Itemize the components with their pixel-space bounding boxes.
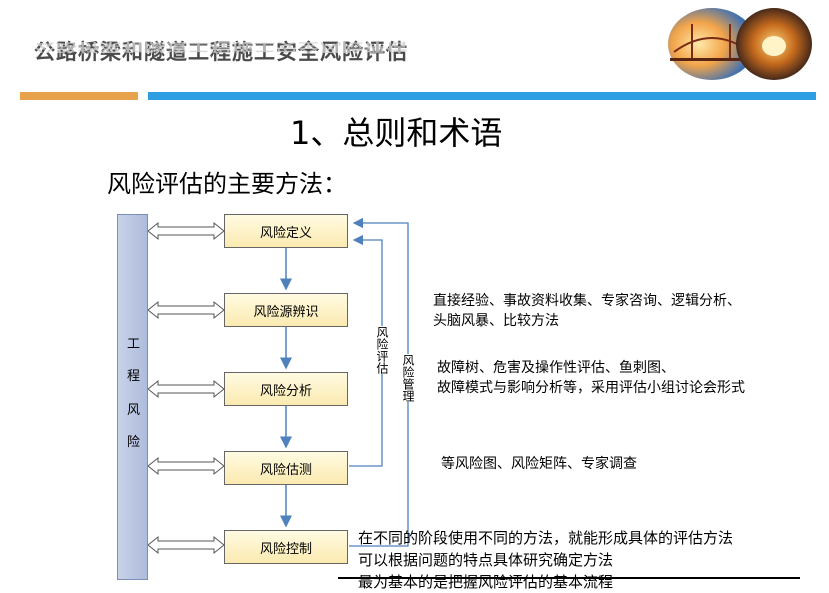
section-title: 1、总则和术语	[290, 114, 503, 152]
step-risk-definition: 风险定义	[224, 214, 348, 248]
step-risk-source-identification: 风险源辨识	[224, 293, 348, 327]
bottom-summary: 在不同的阶段使用不同的方法，就能形成具体的评估方法 可以根据问题的特点具体研究确…	[358, 527, 733, 593]
double-arrow-4	[147, 456, 225, 476]
bottom-divider	[338, 577, 800, 579]
step-risk-control: 风险控制	[224, 530, 348, 564]
header-bar-orange	[20, 92, 138, 100]
engineering-risk-bar: 工 程 风 险	[117, 214, 148, 580]
bottom-line-3: 最为基本的是把握风险评估的基本流程	[358, 573, 614, 591]
header-bar-blue	[148, 92, 816, 100]
note-identification-line-1: 直接经验、事故资料收集、专家咨询、逻辑分析、	[433, 293, 741, 309]
management-loop	[349, 217, 409, 547]
side-char-3: 风	[126, 403, 140, 418]
loop-label-assessment: 风险评估	[375, 326, 389, 374]
note-identification-line-2: 头脑风暴、比较方法	[433, 313, 559, 329]
bottom-line-1: 在不同的阶段使用不同的方法，就能形成具体的评估方法	[358, 529, 734, 547]
note-analysis-line-2: 故障模式与影响分析等，采用评估小组讨论会形式	[437, 380, 745, 396]
double-arrow-1	[147, 221, 225, 241]
double-arrow-2	[147, 300, 225, 320]
header-title: 公路桥梁和隧道工程施工安全风险评估	[34, 39, 408, 64]
subtitle: 风险评估的主要方法：	[107, 170, 347, 198]
loop-label-management: 风险管理	[401, 354, 415, 402]
bridge-tunnel-logo-icon	[668, 8, 812, 80]
side-char-2: 程	[126, 369, 140, 384]
side-char-4: 险	[126, 435, 140, 450]
side-char-1: 工	[126, 337, 140, 352]
step-risk-analysis: 风险分析	[224, 372, 348, 406]
bottom-line-2: 可以根据问题的特点具体研究确定方法	[358, 551, 614, 569]
double-arrow-3	[147, 379, 225, 399]
double-arrow-5	[147, 535, 225, 555]
step-risk-estimation: 风险估测	[224, 451, 348, 485]
note-analysis-line-1: 故障树、危害及操作性评估、鱼刺图、	[437, 360, 675, 376]
note-estimation: 等风险图、风险矩阵、专家调查	[441, 456, 637, 472]
